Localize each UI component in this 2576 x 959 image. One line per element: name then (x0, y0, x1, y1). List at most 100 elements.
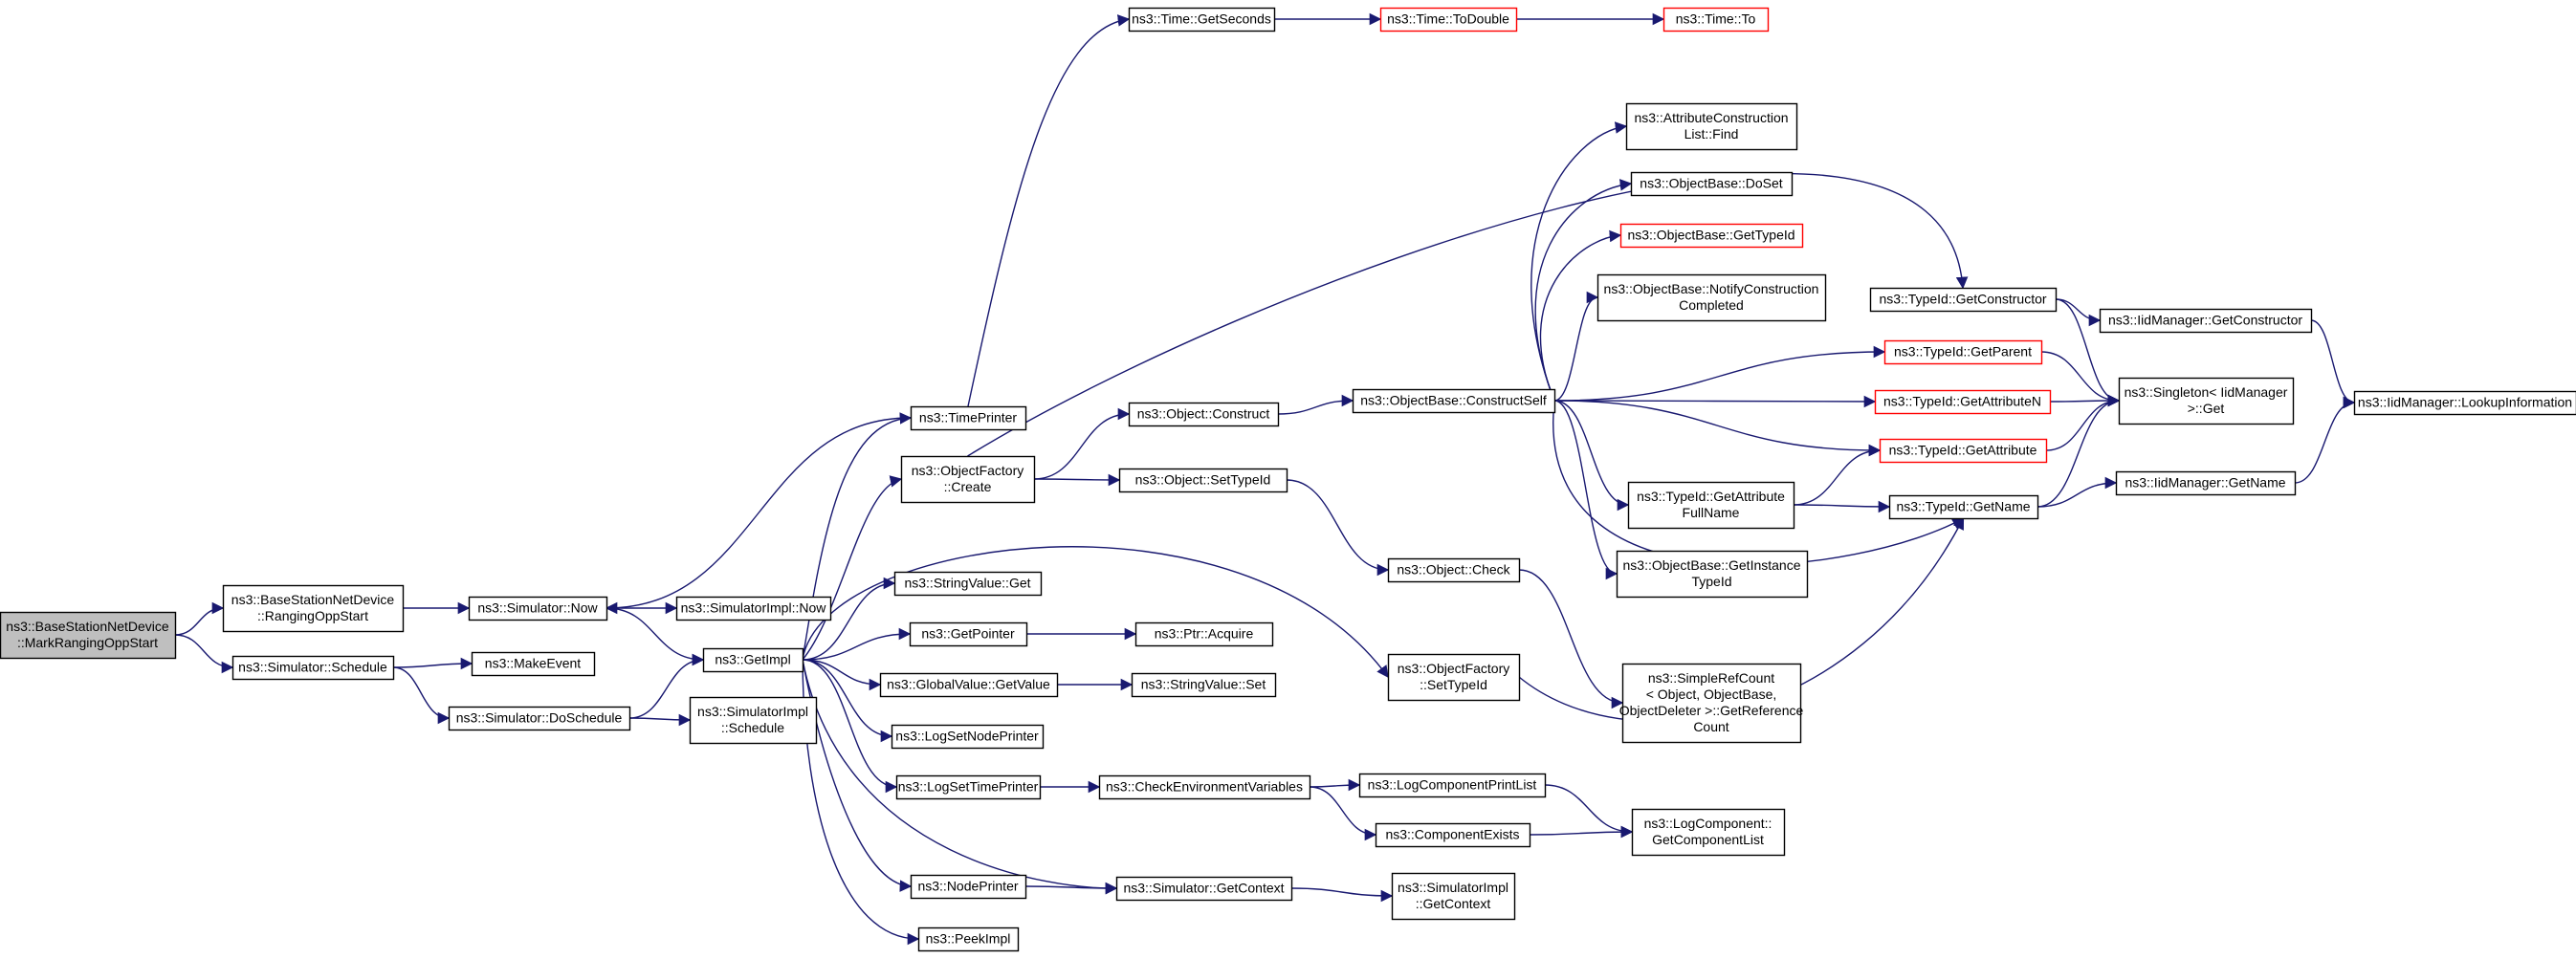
node-logsetnodeprinter[interactable]: ns3::LogSetNodePrinter (891, 724, 1045, 750)
node-peekimpl[interactable]: ns3::PeekImpl (917, 926, 1020, 952)
node-box (2099, 308, 2313, 334)
node-box (1379, 7, 1518, 33)
node-sim-getcontext[interactable]: ns3::Simulator::GetContext (1115, 876, 1293, 902)
node-box (1596, 273, 1827, 322)
node-box (879, 672, 1059, 698)
edge-getimpl-to-getpointer (802, 627, 912, 661)
node-object-check[interactable]: ns3::Object::Check (1387, 557, 1521, 583)
node-box (1619, 223, 1804, 249)
node-label: ns3::Time::GetSeconds (1132, 11, 1271, 27)
node-label: ns3::GetImpl (715, 652, 790, 667)
node-label: ns3::IidManager::GetName (2125, 475, 2285, 490)
node-label: ns3::GetPointer (921, 626, 1015, 642)
edge-sim-doschedule-to-simimpl-schedule (628, 713, 692, 727)
node-simimpl-getcontext[interactable]: ns3::SimulatorImpl::GetContext (1391, 872, 1516, 921)
node-getpointer[interactable]: ns3::GetPointer (909, 621, 1028, 647)
node-make-event[interactable]: ns3::MakeEvent (471, 651, 596, 677)
edge-getimpl-to-objfactory-settypeid (802, 546, 1389, 679)
node-label: ns3::SimulatorImpl (697, 704, 808, 719)
node-label: ::GetContext (1416, 896, 1491, 911)
node-singleton-get[interactable]: ns3::Singleton< IidManager >::Get (2118, 377, 2295, 425)
node-label: ns3::SimpleRefCount (1648, 670, 1774, 686)
node-label: ns3::ObjectBase::GetTypeId (1627, 228, 1794, 243)
node-root[interactable]: ns3::BaseStationNetDevice::MarkRangingOp… (0, 611, 177, 660)
node-box (1358, 773, 1547, 798)
node-label: ns3::Simulator::GetContext (1123, 881, 1284, 896)
node-ptr-acquire[interactable]: ns3::Ptr::Acquire (1134, 621, 1274, 647)
node-logsettimeprinter[interactable]: ns3::LogSetTimePrinter (895, 774, 1042, 800)
node-box (1134, 621, 1274, 647)
node-sim-now[interactable]: ns3::Simulator::Now (468, 596, 608, 621)
node-box (1869, 287, 2058, 313)
node-time-to[interactable]: ns3::Time::To (1662, 7, 1770, 33)
edge-objbase-constructself-to-typeid-getattribute (1553, 400, 1882, 457)
edge-compexists-to-logcomp-getlist (1529, 825, 1634, 839)
node-box (1625, 102, 1798, 151)
node-object-construct[interactable]: ns3::Object::Construct (1128, 402, 1280, 427)
node-label: ns3::Object::SetTypeId (1135, 472, 1271, 488)
node-objfactory-settypeid[interactable]: ns3::ObjectFactory::SetTypeId (1387, 653, 1521, 702)
node-box (1630, 171, 1794, 197)
node-iidmgr-lookup[interactable]: ns3::IidManager::LookupInformation (2353, 390, 2576, 416)
node-box (1387, 557, 1521, 583)
edge-typeid-getattrfullname-to-typeid-getattribute (1793, 444, 1882, 506)
node-label: ns3::TypeId::GetAttributeN (1883, 394, 2041, 409)
node-stringvalue-get[interactable]: ns3::StringValue::Get (893, 571, 1043, 597)
node-logcomp-printlist[interactable]: ns3::LogComponentPrintList (1358, 773, 1547, 798)
edge-typeid-getname-to-singleton-get (2037, 394, 2121, 508)
node-iidmgr-getname[interactable]: ns3::IidManager::GetName (2115, 470, 2297, 496)
node-typeid-getattribute[interactable]: ns3::TypeId::GetAttribute (1879, 438, 2048, 464)
node-checkenv[interactable]: ns3::CheckEnvironmentVariables (1098, 774, 1311, 800)
node-label: ns3::Object::Construct (1137, 406, 1270, 422)
node-time-todouble[interactable]: ns3::Time::ToDouble (1379, 7, 1518, 33)
node-objbase-gettypeid[interactable]: ns3::ObjectBase::GetTypeId (1619, 223, 1804, 249)
edge-typeid-getattributen-to-singleton-get (2049, 394, 2121, 407)
node-simplerefcount[interactable]: ns3::SimpleRefCount< Object, ObjectBase,… (1619, 663, 1804, 744)
node-box (1662, 7, 1770, 33)
edge-timeprinter-to-sim-now (605, 417, 912, 615)
node-box (1352, 388, 1556, 414)
node-label: ::Schedule (721, 720, 784, 735)
edge-objfactory-create-to-object-settypeid (1033, 473, 1121, 487)
node-sim-doschedule[interactable]: ns3::Simulator::DoSchedule (448, 706, 631, 731)
node-compexists[interactable]: ns3::ComponentExists (1375, 822, 1531, 848)
node-iidmgr-getconstructor[interactable]: ns3::IidManager::GetConstructor (2099, 308, 2313, 334)
node-typeid-getname[interactable]: ns3::TypeId::GetName (1888, 494, 2039, 520)
edge-getimpl-to-globalvalue-getvalue (802, 659, 882, 691)
node-label: >::Get (2188, 401, 2225, 416)
edge-objfactory-create-to-typeid-getconstructor (967, 173, 1969, 457)
node-typeid-getconstructor[interactable]: ns3::TypeId::GetConstructor (1869, 287, 2058, 313)
node-stringvalue-set[interactable]: ns3::StringValue::Set (1131, 672, 1277, 698)
node-objfactory-create[interactable]: ns3::ObjectFactory::Create (900, 455, 1036, 504)
node-nodeprinter[interactable]: ns3::NodePrinter (910, 874, 1027, 900)
node-label: ::MarkRangingOppStart (17, 635, 158, 650)
node-objbase-notify[interactable]: ns3::ObjectBase::NotifyConstructionCompl… (1596, 273, 1827, 322)
node-simimpl-schedule[interactable]: ns3::SimulatorImpl::Schedule (689, 696, 818, 745)
node-object-settypeid[interactable]: ns3::Object::SetTypeId (1118, 468, 1288, 493)
node-sim-schedule[interactable]: ns3::Simulator::Schedule (231, 655, 395, 681)
node-getimpl[interactable]: ns3::GetImpl (702, 647, 804, 673)
node-label: ns3::StringValue::Get (904, 576, 1030, 591)
node-label: ::RangingOppStart (257, 608, 368, 623)
node-simimpl-now[interactable]: ns3::SimulatorImpl::Now (675, 596, 832, 621)
node-logcomp-getlist[interactable]: ns3::LogComponent::GetComponentList (1631, 808, 1786, 857)
node-typeid-getattributen[interactable]: ns3::TypeId::GetAttributeN (1874, 389, 2052, 415)
node-typeid-getparent[interactable]: ns3::TypeId::GetParent (1883, 339, 2043, 365)
node-box (1391, 872, 1516, 921)
node-label: ns3::Singleton< IidManager (2125, 384, 2288, 400)
node-label: List::Find (1684, 126, 1739, 142)
node-bs-ranging[interactable]: ns3::BaseStationNetDevice::RangingOppSta… (222, 584, 405, 633)
node-label: Completed (1679, 297, 1744, 313)
edge-sim-doschedule-to-getimpl (628, 653, 705, 719)
node-objbase-doset[interactable]: ns3::ObjectBase::DoSet (1630, 171, 1794, 197)
node-globalvalue-getvalue[interactable]: ns3::GlobalValue::GetValue (879, 672, 1059, 698)
node-timeprinter[interactable]: ns3::TimePrinter (910, 405, 1027, 431)
node-box (900, 455, 1036, 504)
node-objbase-constructself[interactable]: ns3::ObjectBase::ConstructSelf (1352, 388, 1556, 414)
node-box (1128, 7, 1276, 33)
node-label: ns3::ObjectFactory (912, 463, 1024, 478)
node-time-getseconds[interactable]: ns3::Time::GetSeconds (1128, 7, 1276, 33)
